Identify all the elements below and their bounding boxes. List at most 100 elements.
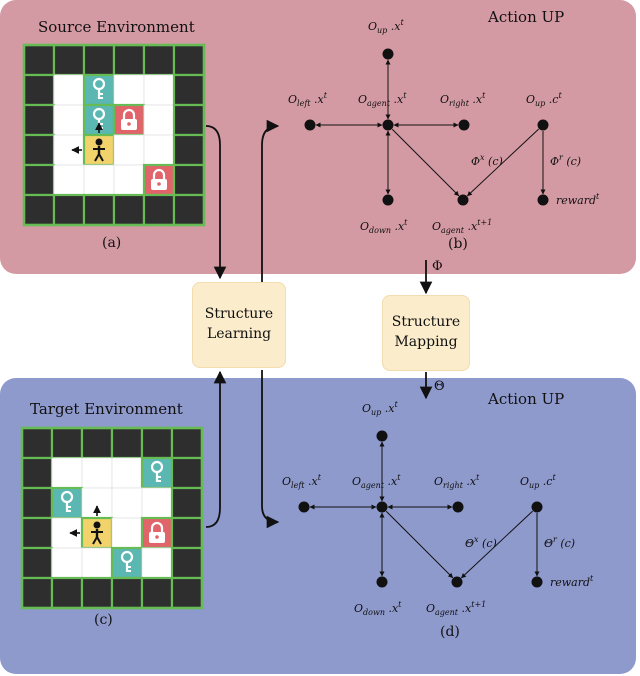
target-cell bbox=[170, 576, 204, 610]
graph-node bbox=[304, 119, 316, 131]
graph-node bbox=[376, 430, 388, 442]
source-cell bbox=[143, 134, 175, 166]
node-agent-label: Oagent .xt bbox=[358, 91, 407, 108]
node-down-label: Odown .xt bbox=[354, 600, 402, 617]
edge-x-label: Θx (c) bbox=[465, 535, 497, 550]
node-right-label: Oright .xt bbox=[440, 91, 486, 108]
target-grid bbox=[20, 426, 204, 610]
source-cell bbox=[22, 43, 56, 77]
theta-label: Θ bbox=[434, 379, 445, 394]
target-cell bbox=[170, 516, 204, 550]
graph-node bbox=[376, 501, 388, 513]
source-cell bbox=[113, 134, 145, 166]
graph-node bbox=[298, 501, 310, 513]
structure-learning-line1: Structure bbox=[204, 306, 274, 322]
target-cell bbox=[80, 576, 114, 610]
flow-arrows bbox=[205, 119, 433, 529]
caption-c: (c) bbox=[94, 612, 113, 628]
target-cell bbox=[141, 547, 173, 579]
target-cell bbox=[140, 426, 174, 460]
target-cell bbox=[170, 456, 204, 490]
graph-node bbox=[382, 48, 394, 60]
source-cell bbox=[82, 193, 116, 227]
structure-learning-box: Structure Learning bbox=[192, 282, 286, 368]
graph-node bbox=[537, 119, 549, 131]
graph-node bbox=[458, 119, 470, 131]
node-reward-label: rewardt bbox=[550, 574, 594, 589]
target-cell bbox=[140, 576, 174, 610]
node-down-label: Odown .xt bbox=[360, 218, 408, 235]
arrow-learning-to-top-graph bbox=[261, 119, 280, 282]
key-icon bbox=[150, 460, 164, 482]
target-cell bbox=[51, 547, 83, 579]
node-up-label: Oup .xt bbox=[362, 400, 399, 417]
target-cell bbox=[20, 486, 54, 520]
source-cell bbox=[82, 43, 116, 77]
caption-d: (d) bbox=[440, 624, 460, 640]
node-right-label: Oright .xt bbox=[434, 473, 480, 490]
target-cell bbox=[50, 576, 84, 610]
graph-node bbox=[382, 194, 394, 206]
target-environment-title: Target Environment bbox=[30, 400, 183, 418]
structure-mapping-line2: Mapping bbox=[394, 334, 458, 350]
source-cell bbox=[53, 104, 85, 136]
target-cell bbox=[170, 486, 204, 520]
source-cell bbox=[172, 163, 206, 197]
source-cell bbox=[143, 104, 175, 136]
agent-icon bbox=[91, 521, 103, 545]
source-environment-title: Source Environment bbox=[38, 18, 195, 36]
source-cell bbox=[113, 74, 145, 106]
source-cell bbox=[172, 73, 206, 107]
caption-b: (b) bbox=[448, 236, 468, 252]
source-cell bbox=[112, 43, 146, 77]
edge-agent-next bbox=[391, 128, 460, 197]
node-upc-label: Oup .ct bbox=[520, 473, 556, 490]
target-cell bbox=[20, 426, 54, 460]
source-cell bbox=[22, 163, 56, 197]
target-cell bbox=[50, 426, 84, 460]
source-cell bbox=[142, 193, 176, 227]
node-reward-label: rewardt bbox=[556, 192, 600, 207]
key-icon bbox=[120, 550, 134, 572]
node-upc-label: Oup .ct bbox=[526, 91, 562, 108]
source-cell bbox=[172, 43, 206, 77]
structure-learning-line2: Learning bbox=[206, 326, 272, 342]
target-cell bbox=[20, 516, 54, 550]
target-cell bbox=[111, 457, 143, 489]
lock-icon bbox=[149, 521, 165, 543]
source-cell bbox=[172, 133, 206, 167]
target-cell bbox=[110, 576, 144, 610]
source-cell bbox=[143, 74, 175, 106]
graph-node bbox=[452, 501, 464, 513]
source-cell bbox=[22, 73, 56, 107]
source-cell bbox=[172, 193, 206, 227]
lock-icon bbox=[151, 168, 167, 190]
graph-node bbox=[382, 119, 394, 131]
source-cell bbox=[22, 103, 56, 137]
source-cell bbox=[22, 133, 56, 167]
node-agent-label: Oagent .xt bbox=[352, 473, 401, 490]
graph-node bbox=[451, 576, 463, 588]
caption-a: (a) bbox=[102, 235, 122, 251]
edge-agent-next bbox=[385, 510, 454, 579]
node-left-label: Oleft .xt bbox=[288, 91, 328, 108]
target-cell bbox=[80, 426, 114, 460]
graph-node bbox=[537, 194, 549, 206]
bottom-graph-title: Action UP bbox=[488, 390, 565, 408]
edge-x-label: Φx (c) bbox=[471, 153, 503, 168]
edge-r-label: Θr (c) bbox=[544, 535, 575, 550]
source-grid bbox=[22, 43, 206, 227]
source-cell bbox=[52, 193, 86, 227]
key-icon bbox=[92, 77, 106, 99]
source-cell bbox=[22, 193, 56, 227]
source-cell bbox=[142, 43, 176, 77]
node-left-label: Oleft .xt bbox=[282, 473, 322, 490]
source-cell bbox=[172, 103, 206, 137]
source-cell bbox=[112, 193, 146, 227]
target-cell bbox=[110, 426, 144, 460]
edge-r-label: Φr (c) bbox=[550, 153, 581, 168]
lock-icon bbox=[121, 108, 137, 130]
